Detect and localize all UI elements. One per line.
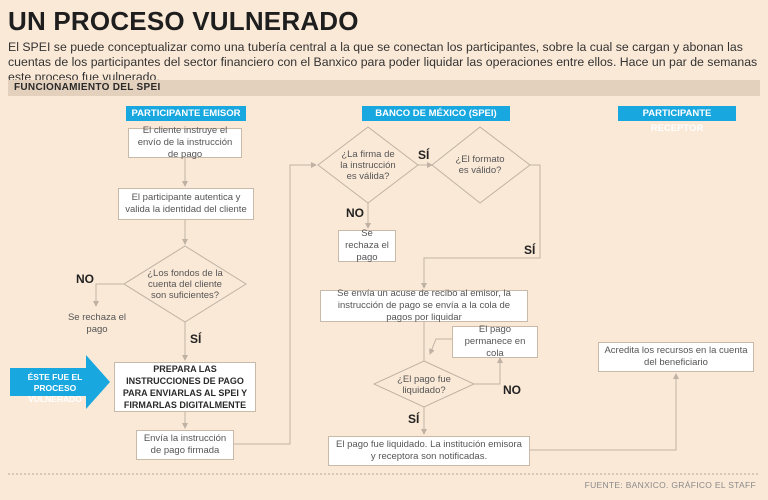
section-bar: FUNCIONAMIENTO DEL SPEI (8, 80, 760, 96)
banxico-yes1-label: SÍ (418, 148, 430, 162)
emisor-step-prepare: PREPARA LAS INSTRUCCIONES DE PAGO PARA E… (114, 362, 256, 412)
banxico-final-box: El pago fue liquidado. La institución em… (328, 436, 530, 466)
banxico-no1-label: NO (346, 206, 364, 220)
conn-b-yes2 (421, 164, 541, 289)
banxico-queue-box: El pago permanece en cola (452, 324, 538, 359)
source-credit: FUENTE: BANXICO. GRÁFICO EL STAFF (584, 480, 756, 490)
emisor-yes-label: SÍ (190, 332, 202, 346)
conn-e-to-b (234, 162, 317, 445)
emisor-no-label: NO (76, 272, 94, 286)
conn-e-no (93, 283, 124, 307)
column-header-emisor: PARTICIPANTE EMISOR (126, 106, 246, 121)
decision-format-diamond (431, 126, 531, 204)
banxico-yes3-label: SÍ (408, 412, 420, 426)
banxico-reject-box: Se rechaza el pago (338, 228, 396, 263)
banxico-decision-settled-text: ¿El pago fue liquidado? (397, 374, 451, 396)
decision-signature-diamond (317, 126, 419, 204)
banxico-yes2-label: SÍ (524, 243, 536, 257)
column-header-receptor: PARTICIPANTE RECEPTOR (618, 106, 736, 134)
emisor-step-send: Envía la instrucción de pago firmada (136, 430, 234, 460)
page-title: UN PROCESO VULNERADO (8, 6, 359, 36)
conn-b-no2 (474, 357, 503, 385)
intro-paragraph: El SPEI se puede conceptualizar como una… (8, 40, 758, 84)
decision-funds-diamond (123, 245, 247, 323)
column-header-banxico: BANCO DE MÉXICO (SPEI) (362, 106, 510, 121)
banxico-decision-signature-text: ¿La firma de la instrucción es válida? (340, 148, 396, 182)
emisor-reject-text: Se rechaza el pago (67, 312, 127, 335)
receptor-step-credit: Acredita los recursos en la cuenta del b… (598, 342, 754, 372)
decision-settled-diamond (372, 360, 476, 408)
banxico-no2-label: NO (503, 383, 521, 397)
emisor-decision-funds-text: ¿Los fondos de la cuenta del cliente son… (147, 267, 223, 301)
callout-arrow (10, 355, 110, 409)
banxico-step-ack: Se envía un acuse de recibo al emisor, l… (320, 288, 528, 323)
emisor-step-instruct: El cliente instruye el envío de la instr… (128, 125, 242, 160)
conn-b-queue (429, 338, 452, 355)
banxico-decision-format-text: ¿El formato es válido? (455, 154, 505, 176)
emisor-step-authenticate: El participante autentica y valida la id… (118, 188, 254, 220)
section-title: FUNCIONAMIENTO DEL SPEI (14, 82, 161, 93)
conn-b-to-r (530, 373, 679, 451)
callout-text: ÉSTE FUE EL PROCESO VULNERADO (27, 372, 83, 404)
